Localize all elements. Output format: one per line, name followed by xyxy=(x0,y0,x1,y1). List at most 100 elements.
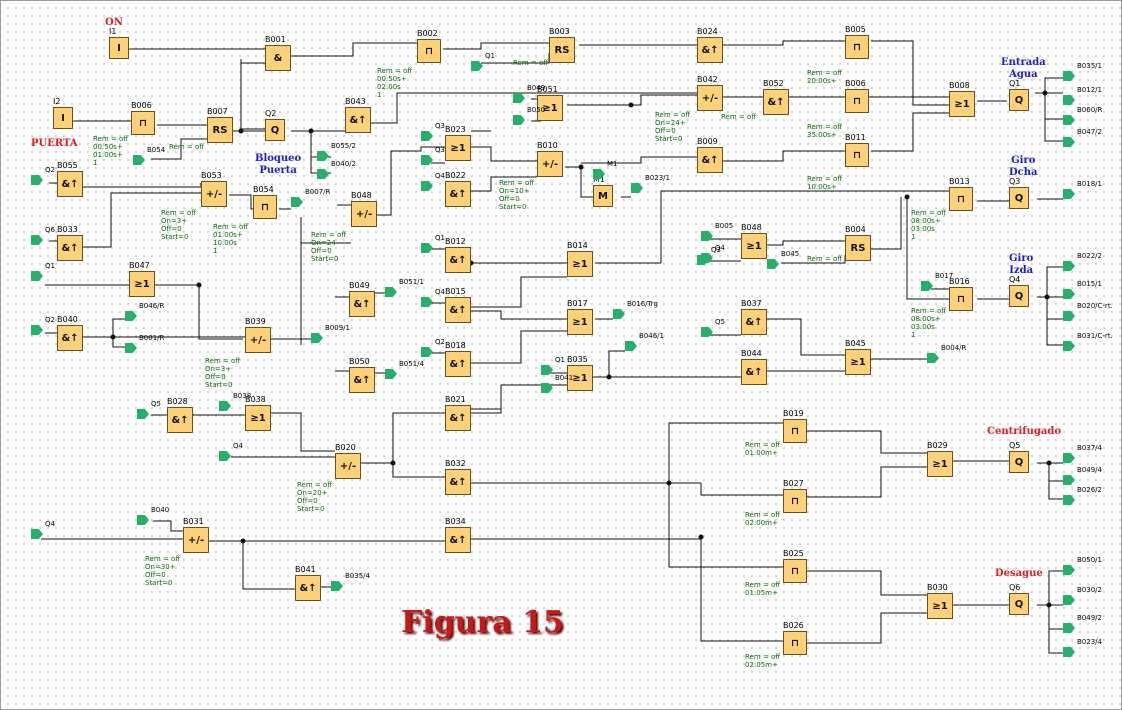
block-b028[interactable]: &↑ xyxy=(167,407,193,433)
block-b033[interactable]: &↑ xyxy=(57,235,83,261)
connector-label: B009/1 xyxy=(325,324,350,332)
connector-flag-icon xyxy=(421,243,433,253)
block-b035[interactable]: ≥1 xyxy=(567,365,593,391)
block-b039[interactable]: +/- xyxy=(245,327,271,353)
title-giro-izda: Giro Izda xyxy=(1009,253,1034,276)
param-b006: Rem = off 00:50s+ 01:00s+ 1 xyxy=(93,135,129,167)
block-id-label: B002 xyxy=(417,29,438,38)
block-b027[interactable]: ⊓ xyxy=(783,489,807,513)
block-id-label: B003 xyxy=(549,27,570,36)
block-b037[interactable]: &↑ xyxy=(741,309,767,335)
block-b019[interactable]: ⊓ xyxy=(783,419,807,443)
block-b010[interactable]: +/- xyxy=(537,151,563,177)
block-b007[interactable]: RS xyxy=(207,117,233,143)
block-b004[interactable]: RS xyxy=(845,235,871,261)
block-b030[interactable]: ≥1 xyxy=(927,593,953,619)
block-b038[interactable]: ≥1 xyxy=(245,405,271,431)
block-i2[interactable]: I xyxy=(53,107,73,129)
block-b029[interactable]: ≥1 xyxy=(927,451,953,477)
block-b003[interactable]: RS xyxy=(549,37,575,63)
block-b021[interactable]: &↑ xyxy=(445,405,471,431)
block-b005[interactable]: ⊓ xyxy=(845,35,869,59)
block-q4[interactable]: Q xyxy=(1009,285,1029,307)
block-b009[interactable]: &↑ xyxy=(697,147,723,173)
connector-label: B018/1 xyxy=(1077,180,1102,188)
connector-label: B038 xyxy=(233,392,252,400)
connector-flag-icon xyxy=(767,259,779,269)
block-b012[interactable]: &↑ xyxy=(445,247,471,273)
block-b041[interactable]: &↑ xyxy=(295,575,321,601)
block-q2[interactable]: Q xyxy=(265,119,285,141)
block-id-label: B001 xyxy=(265,35,286,44)
title-entrada-agua: Entrada Agua xyxy=(1001,57,1046,80)
connector-flag-icon xyxy=(291,197,303,207)
connector-label: B041 xyxy=(555,374,574,382)
block-b032[interactable]: &↑ xyxy=(445,469,471,495)
connector-label: Q4 xyxy=(435,288,445,296)
block-b020[interactable]: +/- xyxy=(335,453,361,479)
block-q1[interactable]: Q xyxy=(1009,89,1029,111)
block-b043[interactable]: &↑ xyxy=(345,107,371,133)
connector-label: B051/1 xyxy=(399,278,424,286)
block-b048[interactable]: +/- xyxy=(351,201,377,227)
block-b025[interactable]: ⊓ xyxy=(783,559,807,583)
block-b050[interactable]: &↑ xyxy=(349,367,375,393)
block-b023[interactable]: ≥1 xyxy=(445,135,471,161)
block-id-label: B043 xyxy=(345,97,366,106)
block-id-label: B013 xyxy=(949,177,970,186)
connector-flag-icon xyxy=(137,409,149,419)
connector-flag-icon xyxy=(1063,565,1075,575)
block-i1[interactable]: I xyxy=(109,37,129,59)
block-b014[interactable]: ≥1 xyxy=(567,251,593,277)
connector-flag-icon xyxy=(697,255,709,265)
connector-flag-icon xyxy=(593,169,605,179)
block-b024[interactable]: &↑ xyxy=(697,37,723,63)
block-b040[interactable]: &↑ xyxy=(57,325,83,351)
block-b015[interactable]: &↑ xyxy=(445,297,471,323)
connector-label: B015/1 xyxy=(1077,280,1102,288)
block-b044[interactable]: &↑ xyxy=(741,359,767,385)
block-b055[interactable]: &↑ xyxy=(57,171,83,197)
block-b047[interactable]: ≥1 xyxy=(129,271,155,297)
block-b006[interactable]: ⊓ xyxy=(131,111,155,135)
block-b042[interactable]: +/- xyxy=(697,85,723,111)
block-id-label: B042 xyxy=(697,75,718,84)
block-b018[interactable]: &↑ xyxy=(445,351,471,377)
block-b006b[interactable]: ⊓ xyxy=(845,89,869,113)
block-id-label: B023 xyxy=(445,125,466,134)
block-b001[interactable]: & xyxy=(265,45,291,71)
block-b051[interactable]: ≥1 xyxy=(537,95,563,121)
block-b045[interactable]: ≥1 xyxy=(845,349,871,375)
block-b017[interactable]: ≥1 xyxy=(567,309,593,335)
block-b053[interactable]: +/- xyxy=(201,181,227,207)
connector-flag-icon xyxy=(1063,341,1075,351)
connector-label: B035/4 xyxy=(345,572,370,580)
block-m1[interactable]: M xyxy=(593,185,613,207)
block-id-label: B006 xyxy=(845,79,866,88)
block-b031[interactable]: +/- xyxy=(183,527,209,553)
connector-flag-icon xyxy=(317,151,329,161)
block-id-label: B006 xyxy=(131,101,152,110)
block-b011[interactable]: ⊓ xyxy=(845,143,869,167)
block-b022[interactable]: &↑ xyxy=(445,181,471,207)
block-b026[interactable]: ⊓ xyxy=(783,631,807,655)
block-b016[interactable]: ⊓ xyxy=(949,287,973,311)
block-b008[interactable]: ≥1 xyxy=(949,91,975,117)
block-b048b[interactable]: ≥1 xyxy=(741,233,767,259)
block-b049[interactable]: &↑ xyxy=(349,291,375,317)
block-q3[interactable]: Q xyxy=(1009,187,1029,209)
connector-label: B026/2 xyxy=(1077,486,1102,494)
block-q5[interactable]: Q xyxy=(1009,451,1029,473)
block-b052[interactable]: &↑ xyxy=(763,89,789,115)
connector-flag-icon xyxy=(385,369,397,379)
block-q6[interactable]: Q xyxy=(1009,593,1029,615)
block-id-label: B020 xyxy=(335,443,356,452)
connector-flag-icon xyxy=(1063,495,1075,505)
block-id-label: B047 xyxy=(129,261,150,270)
block-b013[interactable]: ⊓ xyxy=(949,187,973,211)
block-b054[interactable]: ⊓ xyxy=(253,195,277,219)
block-b002[interactable]: ⊓ xyxy=(417,39,441,63)
block-b034[interactable]: &↑ xyxy=(445,527,471,553)
connector-label: Q6 xyxy=(45,226,55,234)
block-id-label: B034 xyxy=(445,517,466,526)
